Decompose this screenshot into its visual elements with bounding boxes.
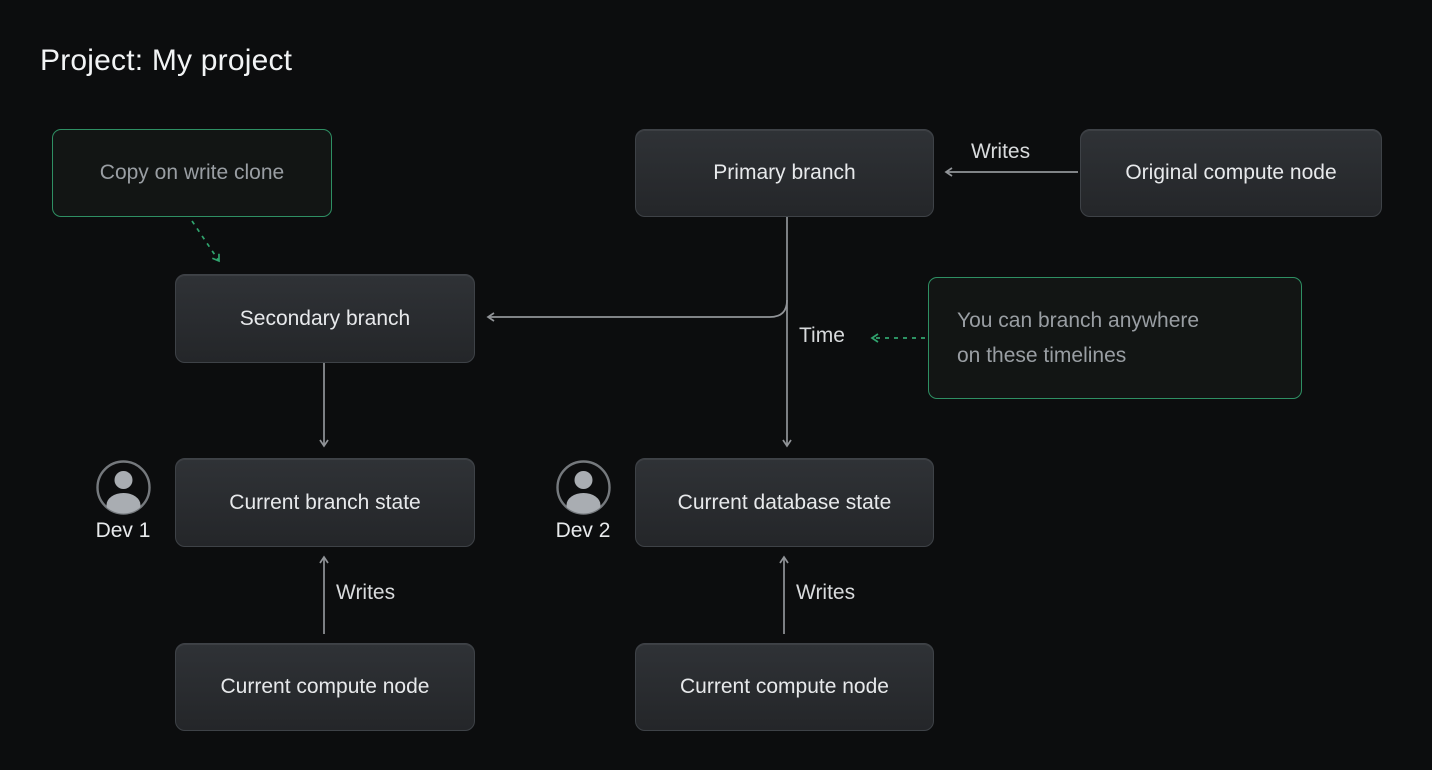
dev1-group: Dev 1 [92, 459, 154, 543]
callout-branch-anywhere-line2: on these timelines [957, 344, 1127, 367]
dev2-label: Dev 2 [555, 519, 611, 542]
arrow-timeline-to-secondary [486, 299, 788, 322]
edge-label-writes-left: Writes [336, 581, 396, 604]
node-primary-branch-label: Primary branch [713, 161, 856, 184]
page-title: Project: My project [40, 44, 293, 77]
node-current-compute-left-label: Current compute node [220, 675, 430, 698]
arrow-copy-clone-to-secondary [191, 220, 220, 263]
node-current-database-state: Current database state [635, 458, 934, 547]
callout-copy-on-write-clone: Copy on write clone [52, 129, 332, 217]
dev2-user-icon [555, 460, 611, 515]
node-original-compute: Original compute node [1080, 129, 1382, 217]
callout-copy-on-write-label: Copy on write clone [99, 161, 285, 184]
node-original-compute-label: Original compute node [1125, 161, 1337, 184]
edge-label-time: Time [799, 324, 845, 347]
node-secondary-branch-label: Secondary branch [239, 306, 411, 330]
node-secondary-branch: Secondary branch [175, 274, 475, 363]
node-current-compute-left: Current compute node [175, 643, 475, 731]
node-primary-branch: Primary branch [635, 129, 934, 217]
dev1-user-icon [95, 460, 151, 515]
node-current-branch-state: Current branch state [175, 458, 475, 547]
edge-label-writes-top: Writes [971, 140, 1031, 163]
node-current-compute-right: Current compute node [635, 643, 934, 731]
node-current-compute-right-label: Current compute node [680, 675, 889, 698]
callout-branch-anywhere-line1: You can branch anywhere [957, 309, 1200, 332]
node-current-database-state-label: Current database state [677, 490, 892, 514]
dev2-group: Dev 2 [552, 459, 614, 543]
callout-branch-anywhere: You can branch anywhere on these timelin… [928, 277, 1302, 399]
edge-label-writes-right: Writes [796, 581, 856, 604]
dev1-label: Dev 1 [95, 519, 151, 542]
node-current-branch-state-label: Current branch state [229, 490, 421, 514]
